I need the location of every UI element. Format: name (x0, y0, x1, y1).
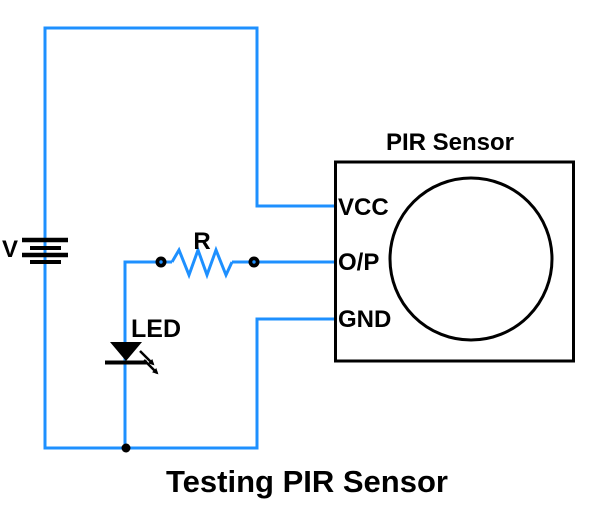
junction-dot (121, 443, 131, 453)
wire-power-loop (43, 26, 335, 450)
node-dot (155, 256, 167, 268)
led-label: LED (131, 315, 181, 343)
led-light-arrow (139, 350, 155, 366)
pin-label-gnd: GND (338, 306, 391, 333)
node-dot (248, 256, 260, 268)
battery-label: V (2, 236, 18, 263)
pin-label-op: O/P (338, 249, 379, 276)
pir-sensor-title: PIR Sensor (386, 129, 514, 156)
led-anode-triangle (110, 342, 142, 361)
pin-label-vcc: VCC (338, 194, 389, 221)
diagram-caption: Testing PIR Sensor (166, 464, 448, 499)
led-light-arrow (143, 359, 159, 375)
resistor-label: R (193, 228, 210, 255)
pir-lens-circle (388, 176, 554, 342)
wire-output-branch-left (123, 260, 172, 448)
resistor-symbol (170, 245, 234, 280)
battery-symbol (22, 237, 68, 264)
pir-sensor-box: VCC O/P GND (334, 160, 575, 363)
led-symbol (105, 342, 159, 375)
